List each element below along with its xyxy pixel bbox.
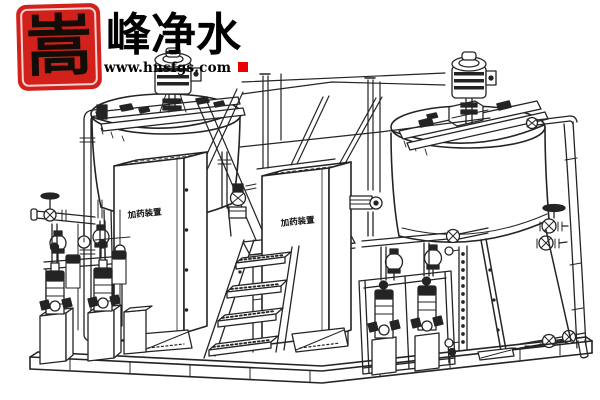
support-blocks: [139, 327, 515, 361]
right-mixer-motor: [451, 51, 497, 125]
website-url: www.hnsfgs.com: [104, 60, 249, 76]
metering-pumps-left: [30, 192, 153, 365]
cabinet1-label: 加药装置: [126, 206, 162, 221]
cabinet2-label: 加药装置: [279, 214, 315, 229]
red-square-icon: [238, 62, 249, 72]
website-text: www.hnsfgs.com: [104, 60, 232, 76]
brand-text: 峰净水: [106, 8, 242, 61]
level-gauge: [444, 245, 468, 357]
brand-logo: 嵩 峰净水 www.hnsfgs.com: [0, 0, 300, 100]
left-mixer-motor: [154, 47, 202, 113]
access-stairs: [203, 239, 300, 359]
brand-seal: 嵩: [15, 2, 103, 92]
right-tank-skirt: [480, 229, 572, 352]
left-mixing-tank: [90, 93, 246, 335]
right-tank-outlet-piping: [519, 115, 589, 359]
metering-pumps-right: [349, 195, 489, 376]
seal-character: 嵩: [24, 7, 93, 86]
dosing-cabinet-left: 加药装置: [113, 151, 208, 342]
right-mixing-tank: [390, 100, 550, 243]
intermediate-piping: [217, 151, 257, 219]
